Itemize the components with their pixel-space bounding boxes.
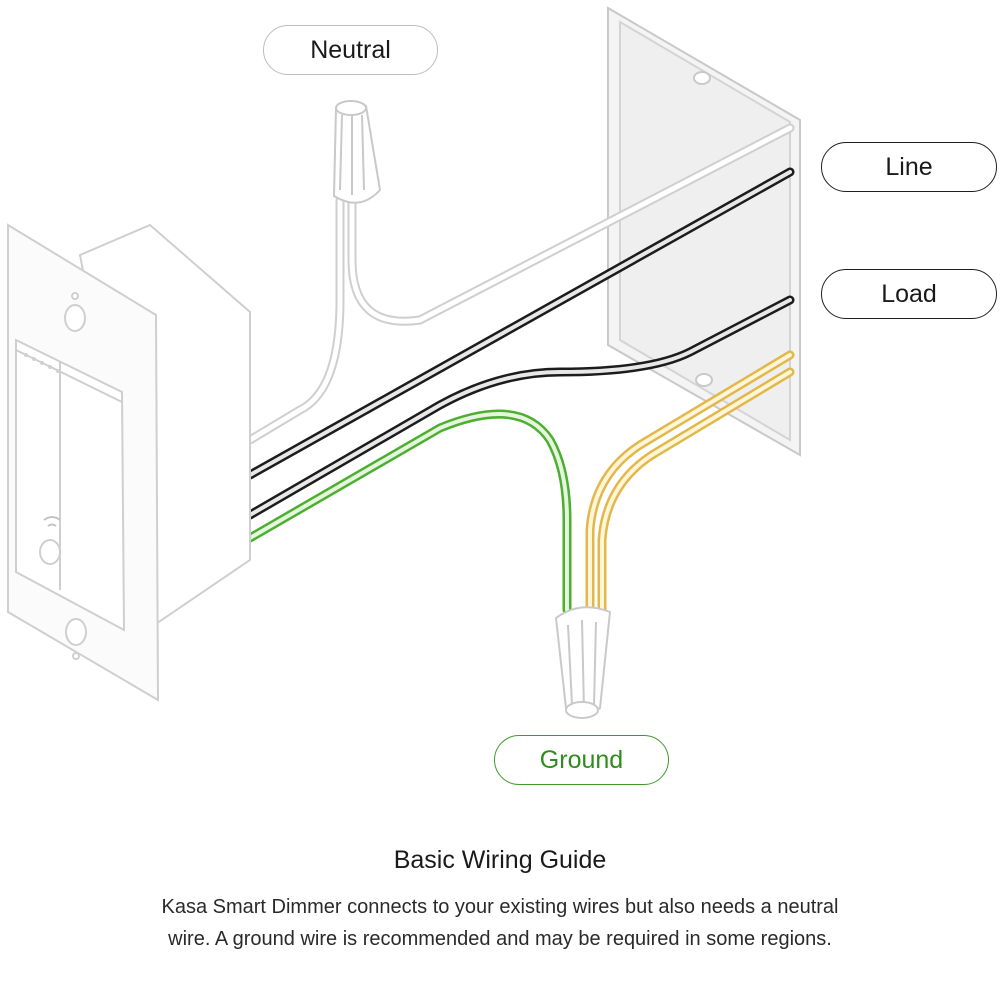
box-screw-hole-bottom	[695, 373, 713, 387]
neutral-wire-nut	[332, 100, 382, 204]
wifi-icon	[43, 516, 61, 527]
load-label: Load	[821, 269, 997, 319]
power-button-icon	[39, 539, 61, 565]
dimmer-switch	[7, 223, 251, 702]
line-label: Line	[821, 142, 997, 192]
line-wire	[245, 167, 795, 480]
dimmer-level-dots	[24, 353, 60, 373]
ground-wire	[245, 409, 572, 615]
caption-title: Basic Wiring Guide	[393, 846, 607, 874]
box-screw-hole-top	[693, 71, 711, 85]
ground-label: Ground	[494, 735, 669, 785]
wiring-diagram	[7, 6, 801, 719]
wall-box	[607, 6, 801, 457]
load-wire	[245, 295, 795, 520]
caption-body: Kasa Smart Dimmer connects to your exist…	[161, 896, 839, 950]
ground-wire-nut	[554, 606, 612, 719]
yellow-wires	[585, 350, 795, 615]
plate-screw-bottom	[65, 618, 87, 646]
plate-screw-top	[64, 304, 86, 332]
neutral-wire	[245, 123, 795, 445]
neutral-label: Neutral	[263, 25, 438, 75]
caption: Basic Wiring Guide Kasa Smart Dimmer con…	[0, 846, 1000, 955]
